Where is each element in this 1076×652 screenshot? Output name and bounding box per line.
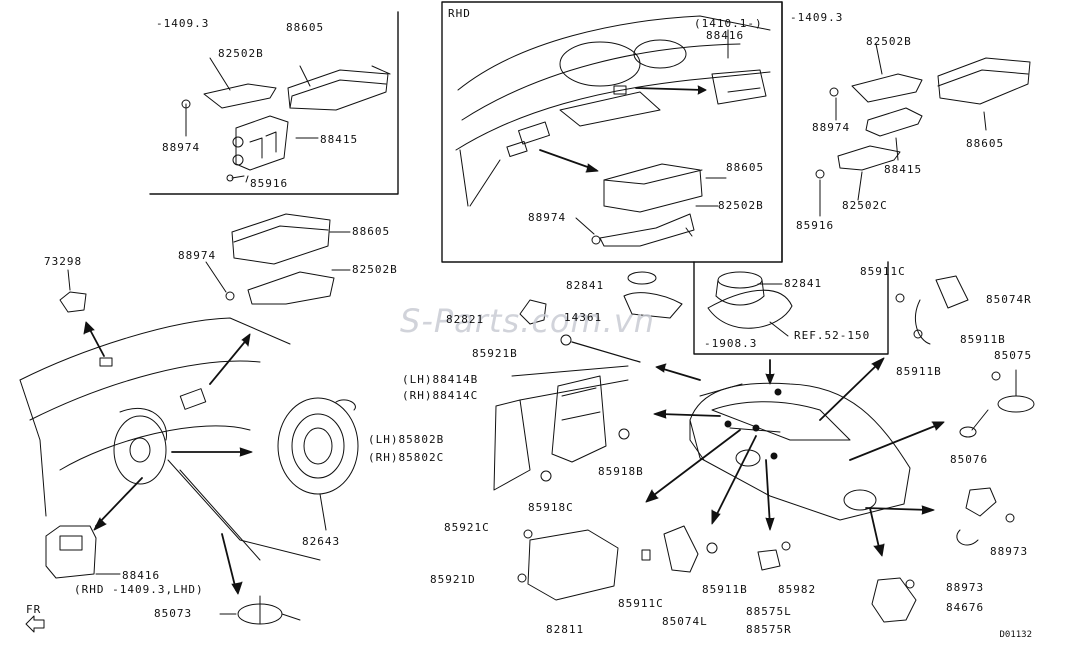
front-direction-label: FR bbox=[26, 603, 42, 616]
center-ecu-group bbox=[493, 271, 683, 491]
part-label: 88605 bbox=[966, 137, 1005, 150]
tl-date-label: -1409.3 bbox=[156, 17, 210, 30]
part-label: 85982 bbox=[778, 583, 817, 596]
lh-lower-group bbox=[25, 525, 301, 633]
part-label: 73298 bbox=[44, 255, 83, 268]
part-label: 85911C bbox=[860, 265, 906, 278]
part-label: REF.52-150 bbox=[794, 329, 871, 342]
part-label: 85921D bbox=[430, 573, 476, 586]
clock-spring-group bbox=[277, 397, 359, 531]
part-label: 85073 bbox=[154, 607, 193, 620]
tr-date-label: -1409.3 bbox=[790, 11, 844, 24]
part-label: 88973 bbox=[990, 545, 1029, 558]
part-label: 88973 bbox=[946, 581, 985, 594]
watermark: S-Parts.com.vn bbox=[400, 302, 656, 340]
lh-dash-group bbox=[19, 269, 321, 595]
part-label: 85076 bbox=[950, 453, 989, 466]
part-label: 82643 bbox=[302, 535, 341, 548]
part-label: 88415 bbox=[884, 163, 923, 176]
part-label: 82502B bbox=[218, 47, 264, 60]
drawing-code: D01132 bbox=[999, 630, 1032, 640]
part-label: 85075 bbox=[994, 349, 1033, 362]
panel-frames bbox=[149, 1, 889, 355]
part-label: 88974 bbox=[178, 249, 217, 262]
part-label-note: (RHD -1409.3,LHD) bbox=[74, 583, 204, 596]
part-label: 82502B bbox=[352, 263, 398, 276]
part-label: 82502B bbox=[718, 199, 764, 212]
part-label: 82502C bbox=[842, 199, 888, 212]
car-group bbox=[645, 357, 945, 557]
part-label: 85921B bbox=[472, 347, 518, 360]
part-label: 85911B bbox=[896, 365, 942, 378]
part-label: 88605 bbox=[352, 225, 391, 238]
part-label: 85916 bbox=[796, 219, 835, 232]
part-label: 82821 bbox=[446, 313, 485, 326]
part-label: (RH)88414C bbox=[402, 389, 479, 402]
part-label: 85074R bbox=[986, 293, 1032, 306]
part-label: 85916 bbox=[250, 177, 289, 190]
part-label: 88415 bbox=[320, 133, 359, 146]
part-label: 88974 bbox=[812, 121, 851, 134]
right-sensors-group bbox=[871, 275, 1035, 623]
part-label: 88416 bbox=[706, 29, 745, 42]
part-label: (RH)85802C bbox=[368, 451, 445, 464]
part-label: 85911B bbox=[702, 583, 748, 596]
rhd-date-label: (1410.1-) bbox=[694, 17, 763, 30]
part-label: 85918B bbox=[598, 465, 644, 478]
part-label: 88974 bbox=[162, 141, 201, 154]
part-label: 82502B bbox=[866, 35, 912, 48]
part-label: 88575R bbox=[746, 623, 792, 636]
rhd-dash-group bbox=[455, 15, 771, 247]
part-label: 85918C bbox=[528, 501, 574, 514]
part-label: 88605 bbox=[286, 21, 325, 34]
part-label: (LH)88414B bbox=[402, 373, 479, 386]
part-label: 82841 bbox=[566, 279, 605, 292]
part-label: 88416 bbox=[122, 569, 161, 582]
part-label: 82841 bbox=[784, 277, 823, 290]
part-label: (LH)85802B bbox=[368, 433, 445, 446]
mid-unit-group bbox=[205, 213, 351, 305]
inset-date-label: -1908.3 bbox=[704, 337, 758, 350]
part-label: 88974 bbox=[528, 211, 567, 224]
part-label: 85074L bbox=[662, 615, 708, 628]
part-label: 84676 bbox=[946, 601, 985, 614]
part-label: 88575L bbox=[746, 605, 792, 618]
bottom-sensors-group bbox=[517, 525, 791, 601]
part-label: 14361 bbox=[564, 311, 603, 324]
rhd-title-label: RHD bbox=[448, 7, 471, 20]
part-label: 85911B bbox=[960, 333, 1006, 346]
part-label: 88605 bbox=[726, 161, 765, 174]
part-label: 82811 bbox=[546, 623, 585, 636]
tr-unit-group bbox=[815, 43, 1031, 217]
part-label: 85911C bbox=[618, 597, 664, 610]
part-label: 85921C bbox=[444, 521, 490, 534]
tl-unit-group bbox=[181, 57, 391, 183]
inset-group bbox=[707, 271, 793, 337]
